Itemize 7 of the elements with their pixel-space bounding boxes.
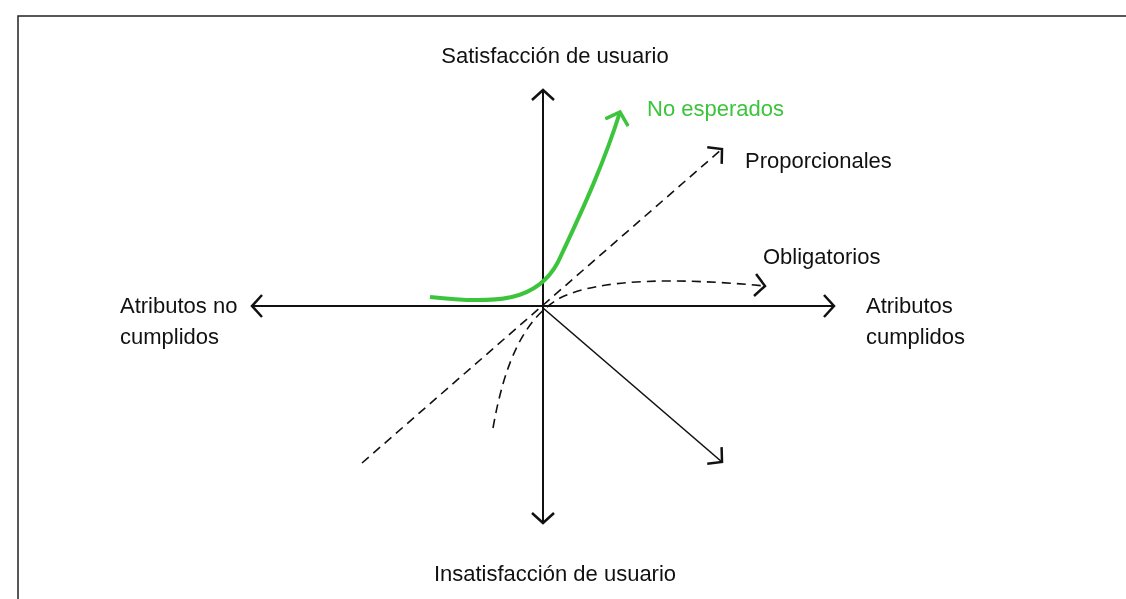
curve-label: Proporcionales — [745, 147, 892, 175]
curve-label: Obligatorios — [763, 243, 881, 271]
axis-label: Atributos no cumplidos — [120, 292, 239, 351]
axis-title: Satisfacción de usuario — [440, 42, 670, 70]
curve-label: No esperados — [647, 95, 784, 123]
axis-label: Atributos cumplidos — [866, 292, 967, 351]
axis-title: Insatisfacción de usuario — [432, 560, 678, 588]
